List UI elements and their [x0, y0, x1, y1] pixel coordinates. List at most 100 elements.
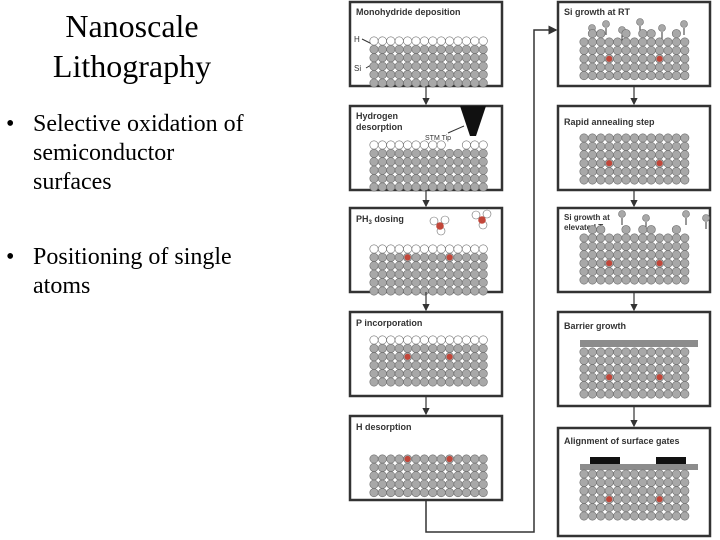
silicon-atom — [419, 471, 429, 481]
silicon-atom — [655, 250, 665, 260]
silicon-atom — [587, 347, 597, 357]
silicon-atom — [655, 503, 665, 513]
silicon-atom — [419, 269, 429, 279]
silicon-atom — [604, 469, 614, 479]
silicon-atom — [629, 503, 639, 513]
silicon-atom — [587, 355, 597, 365]
silicon-atom — [655, 233, 665, 243]
silicon-atom — [436, 454, 446, 464]
silicon-atom — [411, 165, 421, 175]
silicon-atom — [394, 471, 404, 481]
silicon-atom — [655, 150, 665, 160]
silicon-atom — [394, 61, 404, 71]
hydrogen-atom — [394, 244, 404, 254]
silicon-atom — [663, 71, 673, 81]
silicon-atom — [411, 182, 421, 192]
silicon-atom — [436, 369, 446, 379]
silicon-atom — [386, 488, 396, 498]
silicon-atom — [478, 182, 488, 192]
silicon-atom — [419, 70, 429, 80]
silicon-atom — [638, 355, 648, 365]
silicon-atom — [461, 369, 471, 379]
silicon-atom — [621, 275, 631, 285]
silicon-atom — [671, 347, 681, 357]
silicon-atom — [411, 252, 421, 262]
silicon-atom — [369, 157, 379, 167]
silicon-atom — [403, 377, 413, 387]
phosphorus-atom — [656, 260, 663, 267]
silicon-atom — [621, 389, 631, 399]
silicon-atom — [461, 462, 471, 472]
silicon-atom — [369, 174, 379, 184]
silicon-atom — [638, 241, 648, 251]
silicon-atom — [419, 352, 429, 362]
si-atom — [602, 20, 610, 28]
silicon-atom — [671, 511, 681, 521]
silicon-atom — [369, 70, 379, 80]
silicon-atom — [663, 250, 673, 260]
silicon-atom — [646, 486, 656, 496]
silicon-atom — [629, 175, 639, 185]
silicon-atom — [419, 174, 429, 184]
silicon-atom — [613, 258, 623, 268]
si-atom — [658, 24, 666, 32]
silicon-atom — [638, 372, 648, 382]
hydrogen-atom — [369, 335, 379, 345]
silicon-atom — [377, 462, 387, 472]
silicon-atom — [671, 494, 681, 504]
silicon-atom — [470, 360, 480, 370]
silicon-atom — [470, 53, 480, 63]
silicon-atom — [478, 479, 488, 489]
silicon-atom — [377, 479, 387, 489]
silicon-atom — [428, 269, 438, 279]
silicon-atom — [629, 364, 639, 374]
silicon-atom — [470, 44, 480, 54]
silicon-atom — [680, 233, 690, 243]
silicon-atom — [478, 252, 488, 262]
h-label: H — [354, 35, 360, 44]
silicon-atom — [646, 54, 656, 64]
silicon-atom — [394, 352, 404, 362]
lithography-process-diagram: Monohydride deposition H Si Hydrogen des… — [348, 0, 712, 538]
silicon-atom — [411, 261, 421, 271]
silicon-atom — [596, 258, 606, 268]
silicon-atom — [638, 233, 648, 243]
silicon-atom — [596, 347, 606, 357]
silicon-atom — [403, 369, 413, 379]
silicon-atom — [419, 488, 429, 498]
silicon-atom — [663, 389, 673, 399]
step-hydrogen-desorption: Hydrogen desorption STM Tip — [348, 104, 504, 192]
silicon-atom — [579, 158, 589, 168]
silicon-atom — [411, 174, 421, 184]
bullet-marker: • — [6, 244, 15, 270]
silicon-atom — [394, 252, 404, 262]
silicon-atom — [369, 252, 379, 262]
silicon-atom — [621, 250, 631, 260]
silicon-atom — [445, 360, 455, 370]
silicon-atom — [445, 165, 455, 175]
silicon-atom — [394, 261, 404, 271]
silicon-atom — [671, 258, 681, 268]
silicon-atom — [579, 477, 589, 487]
silicon-atom — [646, 267, 656, 277]
silicon-atom — [663, 62, 673, 72]
silicon-atom — [478, 471, 488, 481]
bullet-line: atoms — [33, 273, 91, 299]
silicon-atom — [453, 261, 463, 271]
silicon-atom — [680, 511, 690, 521]
hydrogen-atom — [386, 244, 396, 254]
silicon-atom — [386, 148, 396, 158]
silicon-atom — [596, 141, 606, 151]
silicon-atom — [613, 364, 623, 374]
silicon-atom — [377, 70, 387, 80]
silicon-atom — [621, 372, 631, 382]
silicon-atom — [646, 381, 656, 391]
silicon-atom — [436, 148, 446, 158]
silicon-atom — [478, 377, 488, 387]
silicon-atom — [621, 133, 631, 143]
silicon-atom — [629, 267, 639, 277]
silicon-atom — [436, 61, 446, 71]
silicon-atom — [663, 355, 673, 365]
silicon-atom — [613, 150, 623, 160]
silicon-atom — [680, 503, 690, 513]
